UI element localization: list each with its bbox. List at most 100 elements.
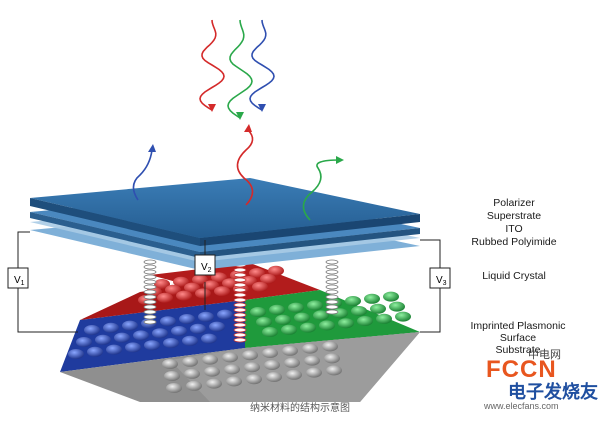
helix-segment — [233, 322, 247, 328]
blue-bump — [171, 326, 187, 336]
helix-segment — [325, 294, 339, 300]
red-bump — [184, 282, 200, 293]
gray-bump — [244, 362, 260, 373]
gray-bump — [242, 350, 258, 361]
helix-center — [233, 257, 247, 343]
outgoing-blue-wave — [132, 149, 153, 201]
helix-segment — [325, 309, 339, 315]
blue-bump — [106, 344, 122, 355]
helix-segment — [325, 279, 339, 285]
blue-bump — [103, 322, 119, 333]
blue-bump — [198, 311, 214, 322]
label-substrate: Substrate — [495, 344, 541, 356]
helix-segment — [233, 327, 247, 333]
blue-bump — [68, 349, 84, 359]
outgoing-red-arrowhead — [244, 124, 252, 132]
polarizer-right-edge — [200, 214, 420, 246]
green-bump — [269, 304, 285, 315]
superstrate-front-edge — [30, 212, 200, 258]
helix-segment — [325, 264, 339, 270]
green-bump — [357, 316, 373, 326]
polarizer-front-edge — [30, 198, 200, 246]
green-bump — [376, 313, 392, 324]
helix-segment — [143, 279, 157, 285]
incoming-light — [199, 19, 275, 120]
figure-caption: 纳米材料的结构示意图 — [250, 403, 350, 414]
gray-bump — [202, 354, 218, 365]
incoming-blue-wave-arrowhead — [258, 104, 266, 112]
green-bump — [275, 314, 291, 325]
helix-segment — [143, 309, 157, 315]
helix-segment — [233, 297, 247, 303]
blue-bump — [190, 323, 206, 334]
label-superstrate: Superstrate — [486, 210, 542, 222]
green-bump — [250, 307, 266, 317]
helix-segment — [325, 259, 339, 265]
green-bump — [364, 293, 380, 304]
green-bump — [262, 327, 278, 337]
blue-bump — [95, 334, 111, 345]
helix-segment — [143, 314, 157, 320]
red-bump — [252, 281, 268, 292]
gray-bump — [264, 360, 280, 370]
red-bump — [268, 265, 284, 276]
label-liquid-crystal: Liquid Crystal — [482, 270, 546, 282]
green-bump — [351, 306, 367, 316]
gray-bump — [222, 352, 238, 363]
gray-bump — [164, 371, 180, 381]
helix-segment — [233, 282, 247, 288]
helix-segment — [233, 337, 247, 343]
gray-bump — [282, 345, 298, 356]
gray-bump — [204, 366, 220, 377]
blue-bump — [125, 342, 141, 353]
label-imprinted-plasmonic: Imprinted Plasmonic — [470, 320, 566, 332]
blue-bump — [133, 330, 149, 341]
helix-segment — [143, 259, 157, 265]
superstrate-right-edge — [200, 228, 420, 258]
blue-bump — [122, 320, 138, 331]
red-bump — [260, 273, 276, 284]
red-bump — [157, 292, 173, 303]
green-bump — [370, 303, 386, 314]
outgoing-green-arrowhead — [336, 156, 344, 164]
blue-bump — [182, 335, 198, 346]
gray-bump — [186, 380, 202, 391]
green-bump — [319, 320, 335, 331]
helix-left — [143, 259, 157, 325]
helix-segment — [143, 289, 157, 295]
gray-bump — [166, 383, 182, 393]
polarizer-plate — [30, 178, 420, 238]
red-bump — [195, 288, 211, 299]
helix-segment — [143, 264, 157, 270]
gray-bump — [262, 348, 278, 358]
gray-bump — [284, 357, 300, 368]
blue-bump — [163, 338, 179, 348]
blue-bump — [114, 332, 130, 343]
gray-bump — [162, 359, 178, 369]
green-bump — [288, 302, 304, 313]
helix-segment — [143, 284, 157, 290]
plasmonic-substrate — [60, 263, 420, 402]
outgoing-light — [132, 124, 344, 221]
gray-bump — [304, 355, 320, 366]
helix-segment — [233, 312, 247, 318]
watermark-top: 中电网 — [528, 349, 561, 361]
outgoing-red-wave — [236, 129, 254, 206]
blue-bump — [87, 346, 103, 357]
watermark-logo: FCCN — [486, 356, 557, 383]
red-bump — [203, 280, 219, 291]
helix-segment — [143, 299, 157, 305]
blue-bump — [209, 321, 225, 332]
gray-bump — [224, 364, 240, 375]
helix-segment — [233, 267, 247, 273]
watermark-url: www.elecfans.com — [484, 401, 559, 411]
green-bump — [389, 301, 405, 312]
green-bump — [300, 322, 316, 333]
helix-segment — [233, 307, 247, 313]
red-bump — [214, 286, 230, 297]
red-bump — [249, 268, 265, 278]
label-surface: Surface — [499, 332, 537, 344]
helix-segment — [325, 289, 339, 295]
